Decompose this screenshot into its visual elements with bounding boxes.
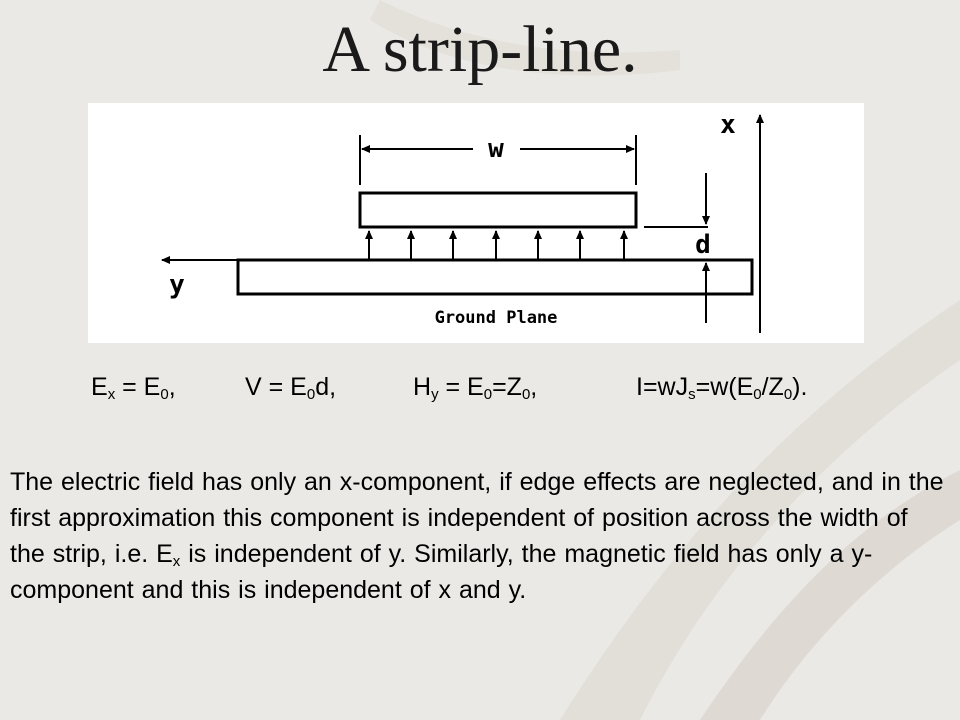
gap-label: d: [695, 230, 711, 260]
equation-hy: Hy = E0=Z0,: [413, 373, 538, 403]
equations-row: Ex = E0, V = E0d, Hy = E0=Z0, I=wJs=w(E0…: [0, 367, 960, 407]
equation-current: I=wJs=w(E0/Z0).: [636, 373, 808, 403]
body-paragraph: The electric field has only an x-compone…: [10, 468, 944, 604]
strip-conductor: [358, 191, 638, 229]
ground-plane: [236, 258, 754, 296]
y-axis-label: y: [169, 270, 185, 300]
equation-v: V = E0d,: [245, 373, 337, 403]
equation-ex: Ex = E0,: [91, 373, 176, 403]
x-axis-label: x: [720, 110, 736, 140]
strip-line-diagram: w d x y Ground Plane: [88, 103, 864, 343]
ground-plane-label: Ground Plane: [435, 308, 558, 328]
field-arrows: [365, 230, 628, 259]
slide-title: A strip-line.: [322, 13, 638, 86]
diagram-svg: w d x y Ground Plane: [161, 110, 764, 333]
width-label: w: [488, 134, 504, 164]
